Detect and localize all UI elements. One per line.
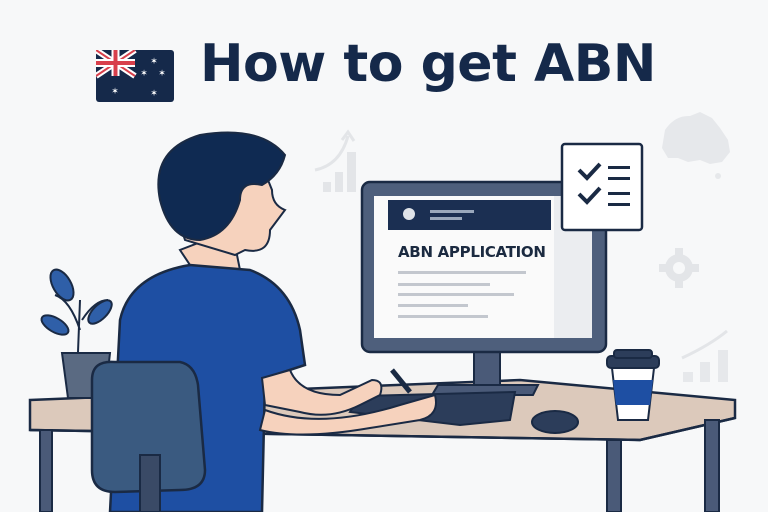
page-title: How to get ABN: [200, 34, 656, 94]
svg-text:✶: ✶: [158, 69, 166, 79]
gear-icon: [659, 248, 699, 288]
svg-text:✶: ✶: [111, 87, 119, 97]
coffee-cup: [606, 349, 660, 421]
svg-text:✶: ✶: [140, 69, 148, 79]
growth-chart-icon: [314, 129, 356, 192]
australia-map-icon: [662, 112, 730, 179]
checklist-icon: [560, 142, 644, 232]
svg-text:✶: ✶: [150, 57, 158, 67]
australia-flag-icon: ✶✶✶✶✶: [96, 50, 174, 102]
screen-heading: ABN APPLICATION: [398, 243, 546, 261]
growth-chart-icon: [681, 329, 728, 382]
svg-text:✶: ✶: [150, 89, 158, 99]
chair: [90, 360, 207, 512]
monitor: [360, 180, 608, 396]
mouse: [531, 410, 579, 434]
